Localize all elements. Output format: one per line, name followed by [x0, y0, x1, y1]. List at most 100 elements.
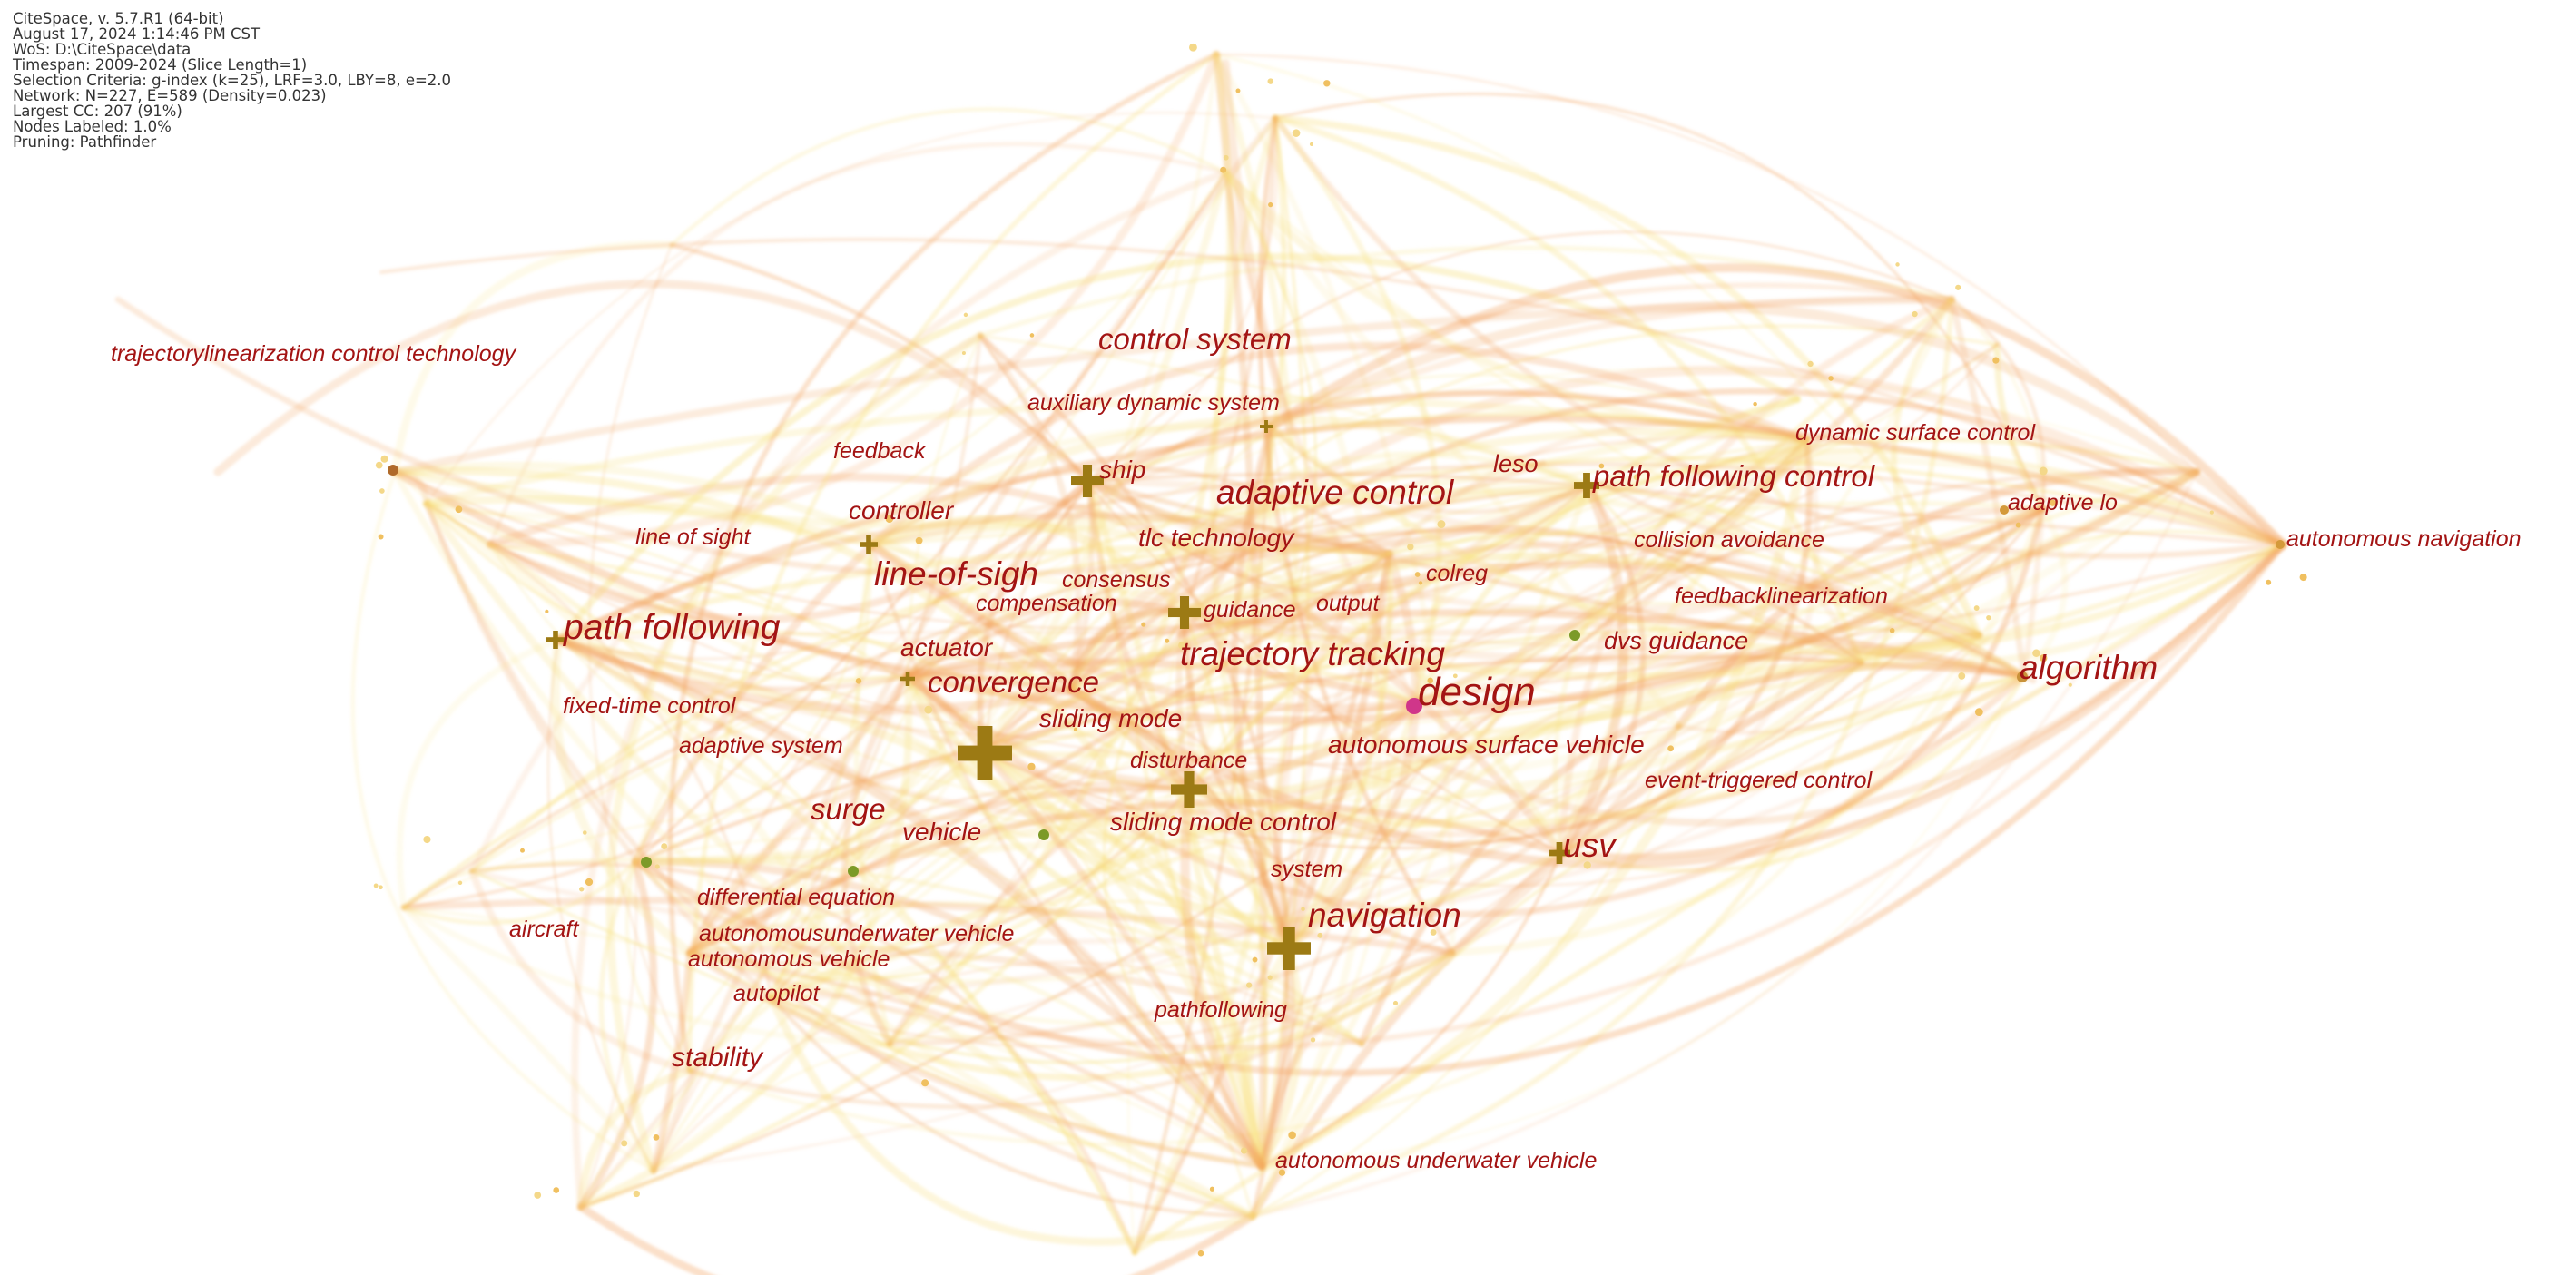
keyword-node[interactable] — [534, 1192, 542, 1199]
keyword-node[interactable] — [1889, 628, 1895, 633]
keyword-node[interactable] — [553, 1187, 560, 1193]
keyword-node[interactable] — [621, 1140, 628, 1147]
keyword-node[interactable] — [373, 883, 379, 888]
keyword-node[interactable] — [585, 878, 594, 887]
keyword-node[interactable] — [1165, 638, 1170, 643]
keyword-node[interactable] — [1267, 927, 1311, 970]
keyword-label[interactable]: controller — [849, 496, 955, 525]
keyword-node[interactable] — [455, 505, 463, 514]
keyword-label[interactable]: dvs guidance — [1604, 627, 1748, 654]
keyword-node[interactable] — [1309, 142, 1314, 147]
keyword-label[interactable]: adaptive lo — [2008, 490, 2118, 515]
keyword-node[interactable] — [961, 350, 966, 356]
keyword-label[interactable]: trajectorylinearization control technolo… — [111, 341, 517, 367]
keyword-label[interactable]: aircraft — [509, 917, 579, 942]
keyword-label[interactable]: actuator — [900, 633, 994, 662]
keyword-label[interactable]: autonomous underwater vehicle — [1275, 1148, 1597, 1173]
keyword-node[interactable] — [378, 534, 384, 540]
keyword-node[interactable] — [1574, 473, 1599, 498]
keyword-node[interactable] — [1301, 907, 1305, 911]
keyword-node[interactable] — [1209, 1186, 1215, 1192]
keyword-node[interactable] — [1178, 642, 1186, 650]
keyword-label[interactable]: vehicle — [902, 818, 981, 846]
keyword-node[interactable] — [1220, 166, 1227, 173]
keyword-node[interactable] — [963, 312, 968, 318]
keyword-node[interactable] — [1986, 615, 1991, 621]
keyword-node[interactable] — [1267, 78, 1274, 84]
keyword-node[interactable] — [2039, 466, 2048, 476]
keyword-node[interactable] — [1170, 815, 1176, 821]
keyword-label[interactable]: design — [1418, 670, 1536, 714]
keyword-node[interactable] — [457, 880, 463, 885]
keyword-node[interactable] — [900, 672, 915, 686]
keyword-label[interactable]: system — [1271, 857, 1342, 882]
keyword-node[interactable] — [1633, 474, 1640, 481]
keyword-node[interactable] — [1292, 129, 1301, 137]
keyword-node[interactable] — [1958, 672, 1966, 680]
keyword-node[interactable] — [921, 1079, 929, 1087]
keyword-label[interactable]: surge — [811, 792, 886, 826]
keyword-label[interactable]: usv — [1563, 827, 1617, 864]
keyword-node[interactable] — [379, 488, 385, 494]
keyword-node[interactable] — [915, 536, 923, 544]
keyword-label[interactable]: colreg — [1426, 561, 1488, 586]
keyword-label[interactable]: stability — [672, 1043, 764, 1073]
keyword-label[interactable]: autonomousunderwater vehicle — [699, 921, 1014, 946]
keyword-node[interactable] — [1288, 1131, 1296, 1140]
keyword-label[interactable]: path following control — [1592, 459, 1876, 493]
keyword-node[interactable] — [520, 848, 525, 853]
keyword-label[interactable]: output — [1316, 591, 1381, 616]
keyword-node[interactable] — [1955, 284, 1961, 290]
keyword-node[interactable] — [2299, 574, 2307, 582]
keyword-node[interactable] — [388, 465, 398, 476]
keyword-label[interactable]: trajectory tracking — [1180, 635, 1445, 672]
keyword-label[interactable]: event-triggered control — [1645, 768, 1873, 793]
keyword-node[interactable] — [1753, 401, 1757, 407]
keyword-node[interactable] — [1027, 762, 1036, 771]
keyword-node[interactable] — [2049, 499, 2057, 506]
keyword-node[interactable] — [1323, 80, 1331, 87]
keyword-node[interactable] — [1246, 982, 1253, 988]
keyword-node[interactable] — [545, 609, 549, 613]
keyword-node[interactable] — [885, 515, 894, 523]
keyword-node[interactable] — [1141, 622, 1146, 627]
keyword-node[interactable] — [2015, 522, 2021, 528]
keyword-node[interactable] — [1189, 43, 1197, 52]
keyword-node[interactable] — [1260, 420, 1273, 433]
keyword-label[interactable]: dynamic surface control — [1795, 420, 2036, 446]
keyword-node[interactable] — [848, 866, 859, 877]
keyword-node[interactable] — [1828, 376, 1834, 381]
keyword-node[interactable] — [1974, 708, 1983, 717]
keyword-node[interactable] — [1598, 463, 1605, 469]
keyword-node[interactable] — [1912, 310, 1918, 318]
keyword-label[interactable]: autopilot — [733, 981, 821, 1006]
keyword-node[interactable] — [1414, 572, 1421, 577]
keyword-node[interactable] — [732, 958, 737, 963]
keyword-node[interactable] — [375, 461, 383, 469]
keyword-node[interactable] — [1418, 581, 1423, 585]
keyword-label[interactable]: consensus — [1062, 567, 1171, 593]
keyword-node[interactable] — [546, 631, 565, 649]
keyword-node[interactable] — [1235, 88, 1241, 93]
keyword-node[interactable] — [1268, 201, 1273, 208]
keyword-label[interactable]: sliding mode control — [1110, 808, 1337, 836]
keyword-node[interactable] — [1430, 928, 1437, 936]
keyword-node[interactable] — [579, 887, 585, 892]
keyword-node[interactable] — [633, 1190, 640, 1198]
keyword-node[interactable] — [2068, 682, 2072, 687]
keyword-node[interactable] — [860, 535, 878, 554]
keyword-label[interactable]: feedback — [833, 438, 927, 464]
keyword-label[interactable]: autonomous navigation — [2286, 526, 2522, 552]
keyword-label[interactable]: leso — [1493, 450, 1539, 477]
keyword-node[interactable] — [1583, 861, 1591, 869]
keyword-label[interactable]: path following — [563, 608, 781, 647]
keyword-node[interactable] — [1992, 357, 2000, 364]
keyword-label[interactable]: autonomous vehicle — [688, 946, 890, 972]
keyword-node[interactable] — [1427, 677, 1434, 684]
keyword-label[interactable]: collision avoidance — [1634, 527, 1824, 553]
keyword-label[interactable]: adaptive system — [679, 733, 843, 759]
keyword-node[interactable] — [380, 455, 388, 463]
keyword-label[interactable]: fixed-time control — [563, 693, 737, 719]
keyword-node[interactable] — [855, 678, 862, 684]
keyword-node[interactable] — [1549, 842, 1570, 864]
